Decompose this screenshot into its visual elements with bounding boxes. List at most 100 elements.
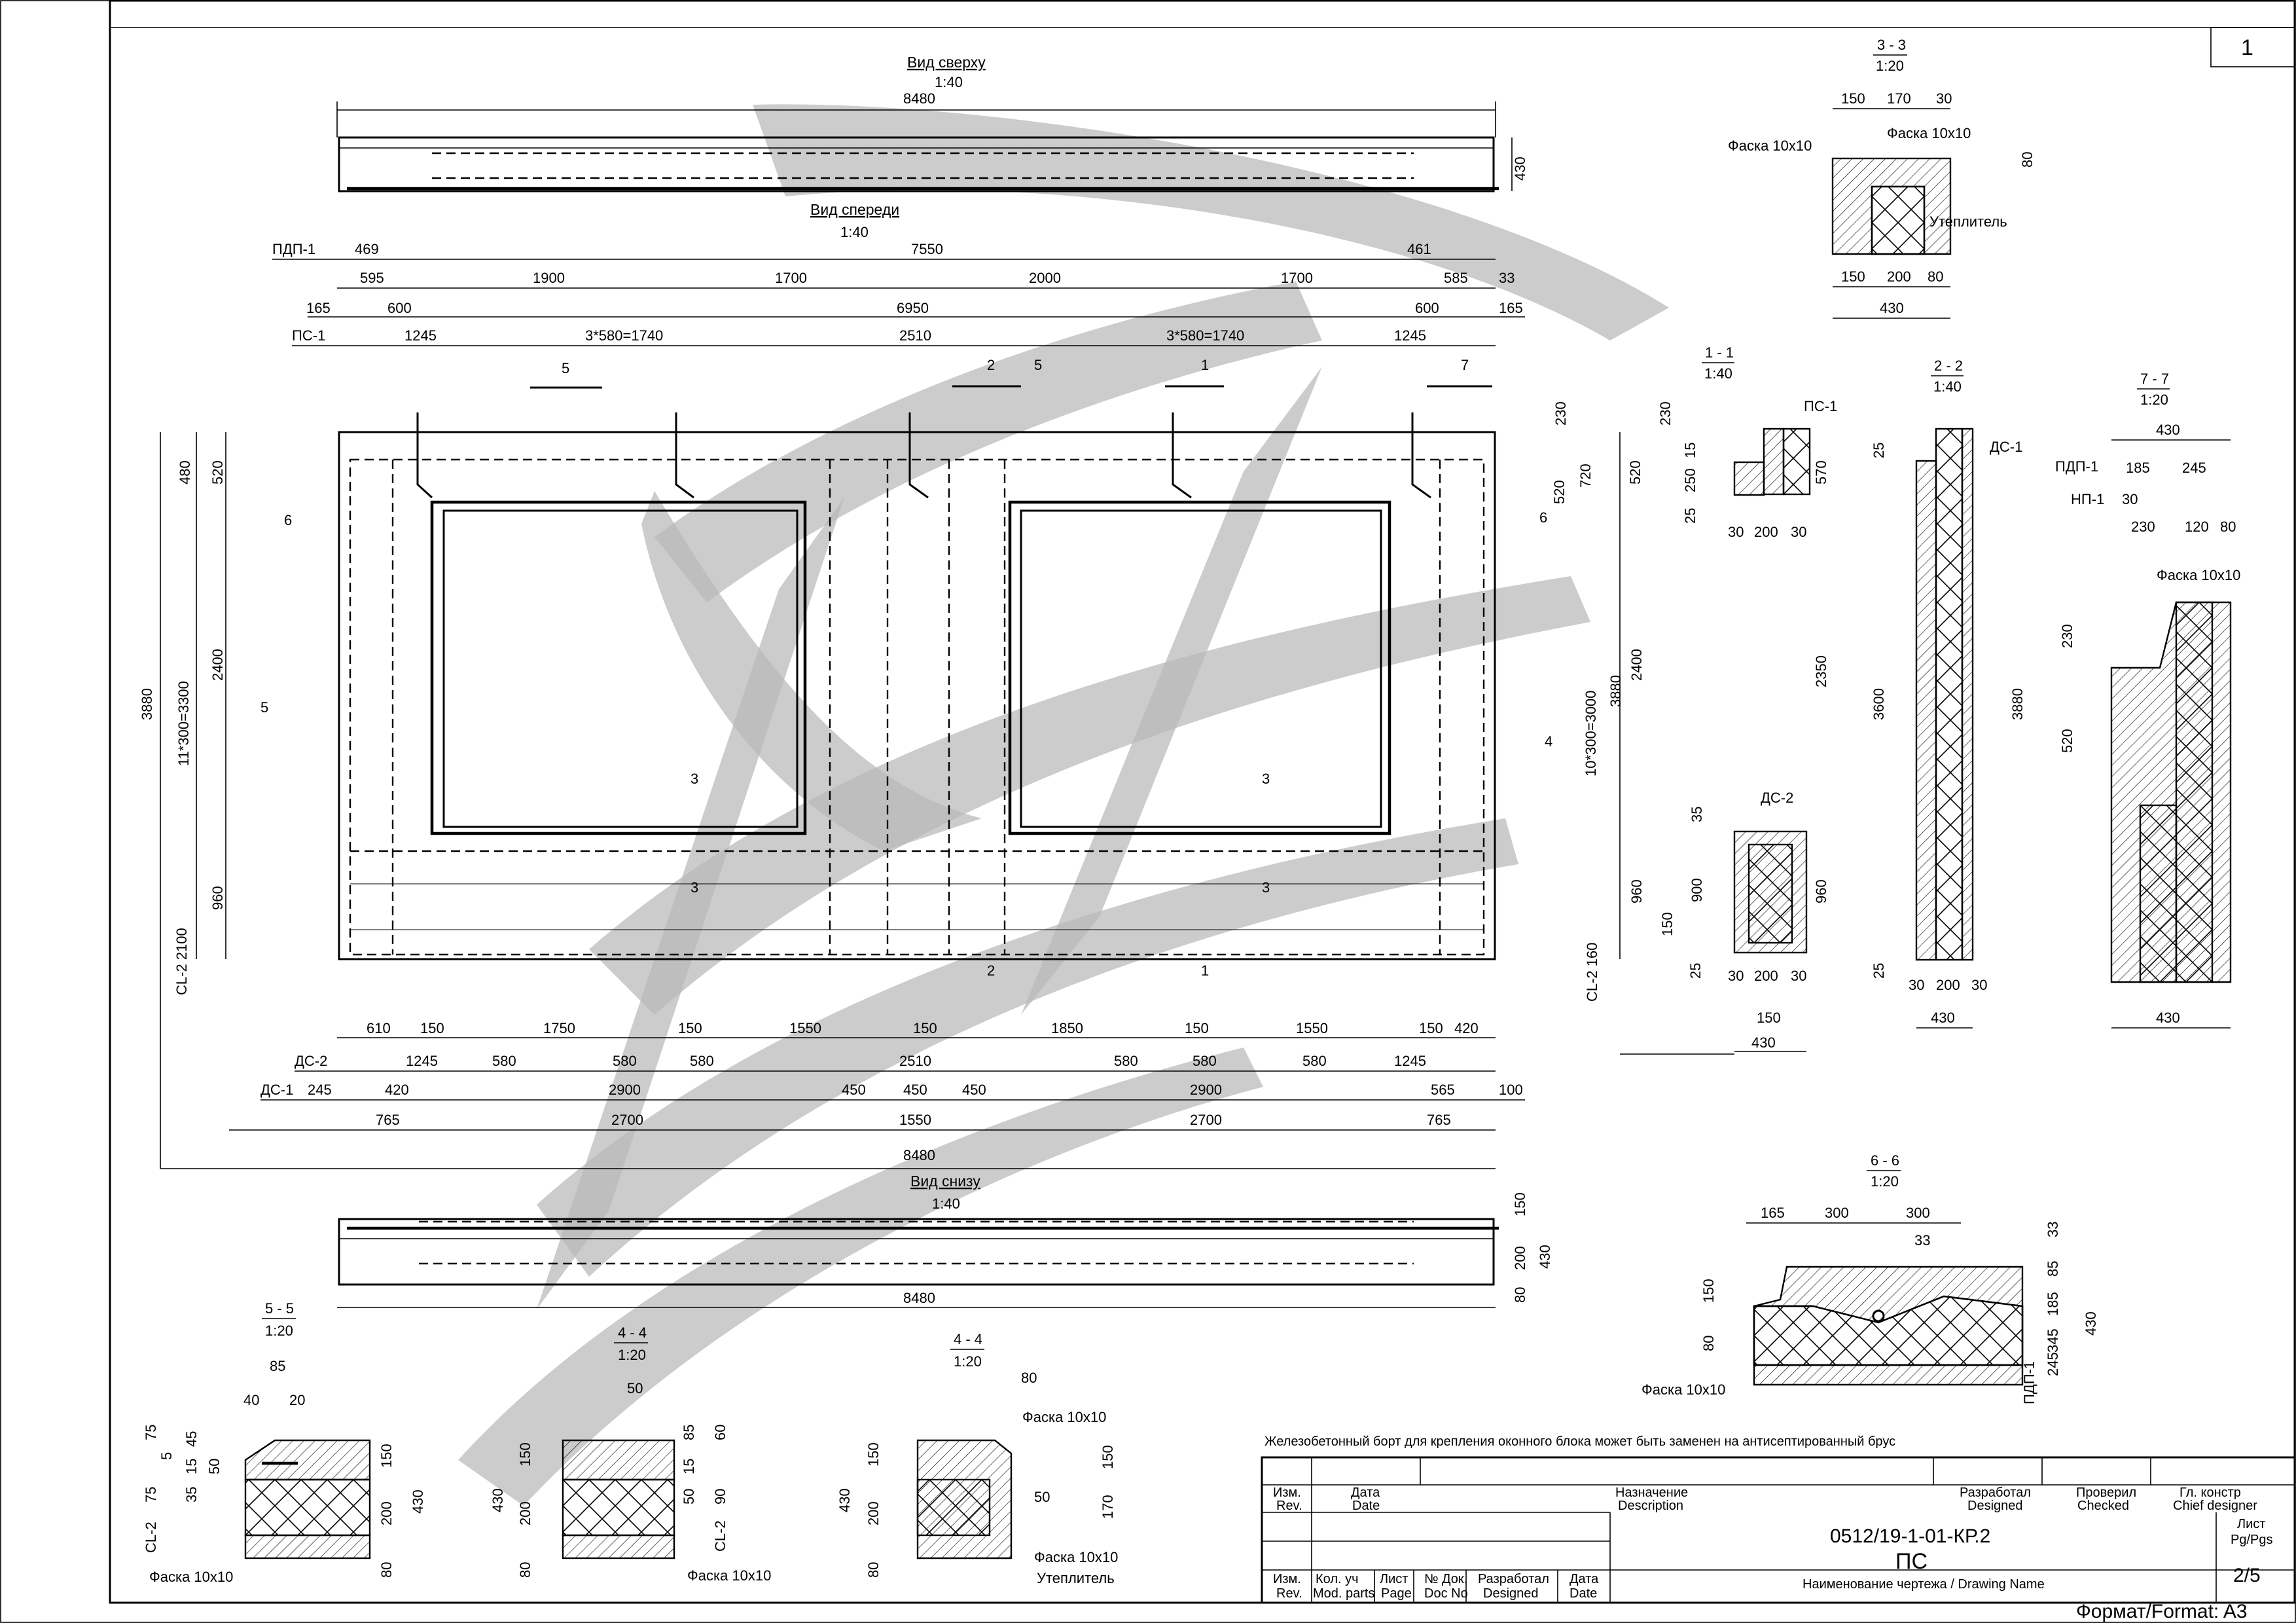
dim-b4-765b: 765 <box>1427 1112 1451 1128</box>
lifting-loop-5 <box>1411 412 1431 499</box>
dim-s22-30b: 30 <box>1971 977 1987 993</box>
tb-page-label: Лист <box>2237 1517 2265 1531</box>
title-block-frame <box>1261 1456 2296 1604</box>
section-3-3-insulation <box>1871 185 1926 255</box>
watermark-swoosh-4 <box>537 818 1518 1277</box>
dim-s55-40: 40 <box>243 1392 259 1408</box>
dim-s66-430: 430 <box>2083 1311 2099 1336</box>
section-1-1-rib <box>1733 461 1765 496</box>
section-5-5-insulation <box>244 1478 371 1537</box>
tb-list-label: Лист <box>1380 1572 1408 1586</box>
dim-s77-30: 30 <box>2122 491 2138 507</box>
section-5-5: 5 - 5 1:20 85 40 20 75 45 5 15 50 35 75 … <box>143 1300 426 1585</box>
cut-7-top: 7 <box>1461 357 1469 373</box>
dim-r4-3x580a: 3*580=1740 <box>585 327 663 344</box>
drawing-code: 0512/19-1-01-КР.2 <box>1830 1525 1990 1547</box>
window-frame-right <box>1020 509 1382 828</box>
dim-b1-420: 420 <box>1454 1020 1479 1036</box>
watermark-logo <box>458 104 1669 1506</box>
tb-list-en: Page <box>1381 1586 1412 1601</box>
dim-r3-6950: 6950 <box>897 300 929 316</box>
dim-b1-150d: 150 <box>1185 1020 1209 1036</box>
watermark-swoosh-5 <box>458 1048 1263 1506</box>
dim-r2-1700b: 1700 <box>1281 270 1313 286</box>
dim-s66-33: 33 <box>1914 1232 1930 1249</box>
section-2-2-inner-shell <box>1915 460 1937 961</box>
dim-s33-30: 30 <box>1936 90 1952 107</box>
section-2-2-insulation <box>1935 428 1964 961</box>
dim-s22-3600: 3600 <box>1871 688 1887 720</box>
dim-s11-250: 250 <box>1682 468 1698 492</box>
dim-s33-150b: 150 <box>1841 268 1865 285</box>
panel-reinforcement <box>349 458 1485 956</box>
s22-ds1: ДС-1 <box>1990 439 2022 455</box>
label-cl2-160: CL-2 160 <box>1584 942 1600 1002</box>
watermark-swoosh-2 <box>655 282 1322 602</box>
dim-s44a-150: 150 <box>517 1442 533 1467</box>
tb-designed-en: Designed <box>1967 1499 2023 1513</box>
dim-s44a-200: 200 <box>517 1501 533 1525</box>
dim-pdp-469: 469 <box>355 241 379 257</box>
dim-bot-150: 150 <box>1512 1192 1528 1216</box>
dim-s44a-85: 85 <box>681 1425 697 1440</box>
section-3-3: 3 - 3 1:20 150 170 30 Фаска 10х10 Фаска … <box>1728 37 2036 319</box>
dim-s44b-150: 150 <box>865 1442 882 1467</box>
cut-3-a: 3 <box>691 771 698 787</box>
tb-kol-en: Mod. parts <box>1313 1586 1374 1601</box>
top-view-title: Вид сверху <box>907 54 986 71</box>
dim-l-2400: 2400 <box>209 649 226 681</box>
dim-r4-1245b: 1245 <box>1394 327 1426 344</box>
section-1-1-title: 1 - 1 <box>1705 344 1734 361</box>
dim-bot-200: 200 <box>1512 1246 1528 1270</box>
dim-s11-2400: 2400 <box>1628 649 1645 681</box>
dim-b4-2700b: 2700 <box>1190 1112 1222 1128</box>
dim-pdp-7550: 7550 <box>911 241 943 257</box>
dim-s44b-430: 430 <box>836 1488 853 1512</box>
dim-s22-30a: 30 <box>1909 977 1924 993</box>
bottom-view-title: Вид снизу <box>910 1173 980 1190</box>
lifting-loop-4 <box>1172 412 1192 499</box>
dim-pdp-461: 461 <box>1407 241 1431 257</box>
section-3-3-title: 3 - 3 <box>1877 37 1906 53</box>
dim-s11-900: 900 <box>1689 878 1705 902</box>
s55-cl2: CL-2 <box>143 1522 159 1553</box>
dim-s77-120: 120 <box>2185 519 2209 535</box>
dim-s22-25: 25 <box>1871 443 1887 458</box>
dim-s55-150: 150 <box>378 1444 395 1468</box>
dim-s33-170: 170 <box>1887 90 1911 107</box>
dim-b1-150c: 150 <box>913 1020 937 1036</box>
dim-l-520: 520 <box>209 460 226 484</box>
dim-top-430: 430 <box>1512 156 1528 181</box>
dim-s44a-60: 60 <box>712 1425 728 1440</box>
cut-4-right: 4 <box>1545 733 1552 750</box>
s33-insulation: Утеплитель <box>1929 213 2007 230</box>
s77-facet: Фаска 10х10 <box>2157 567 2240 583</box>
dim-s22-3880: 3880 <box>2009 688 2026 720</box>
section-4-4a-scale: 1:20 <box>618 1347 646 1363</box>
title-block: Изм. Rev. Дата Date Назначение Descripti… <box>1261 1456 2296 1604</box>
dim-b3-450a: 450 <box>842 1082 866 1098</box>
s33-facet-right: Фаска 10х10 <box>1887 125 1971 141</box>
dim-s55-200: 200 <box>378 1501 395 1525</box>
section-4-4b-scale: 1:20 <box>954 1353 982 1370</box>
dim-s66-245: 245 <box>2045 1352 2061 1376</box>
dim-b2-580d: 580 <box>1114 1053 1138 1069</box>
top-view-scale: 1:40 <box>935 74 963 90</box>
dim-s11-25b: 25 <box>1687 963 1704 979</box>
dim-s77-430: 430 <box>2156 422 2180 438</box>
s44b-facet-top: Фаска 10х10 <box>1022 1409 1106 1425</box>
dim-b2-580e: 580 <box>1193 1053 1217 1069</box>
s77-pdp1: ПДП-1 <box>2055 458 2098 475</box>
cut-6-left: 6 <box>284 512 292 528</box>
section-7-7-lower-insulation <box>2139 804 2178 983</box>
dim-s44a-50: 50 <box>627 1380 643 1396</box>
section-5-5-bottom <box>244 1534 371 1559</box>
lifting-loop-1 <box>416 412 433 499</box>
section-1-1-shell <box>1763 428 1785 496</box>
dim-s11-30c: 30 <box>1728 968 1744 984</box>
dim-s11-520b: 520 <box>1627 460 1643 484</box>
dim-s55-85: 85 <box>270 1358 285 1374</box>
label-cl2-2100: CL-2 2100 <box>173 928 190 995</box>
dim-s11-15: 15 <box>1682 443 1698 458</box>
dim-s55-35: 35 <box>183 1487 200 1503</box>
